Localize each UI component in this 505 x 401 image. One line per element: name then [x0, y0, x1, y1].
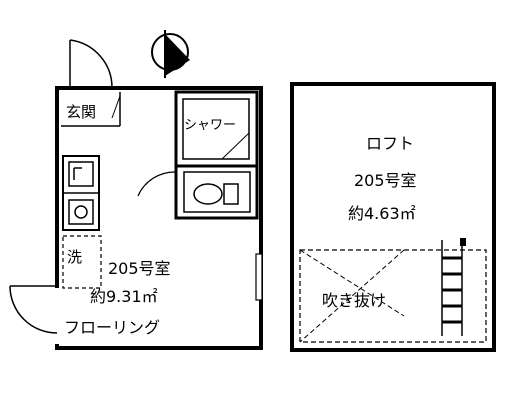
kitchen-strip	[62, 155, 100, 231]
main-room-number: 205号室	[108, 259, 171, 278]
loft-area: 約4.63㎡	[348, 204, 416, 223]
sink-icon	[68, 161, 94, 187]
entrance-label: 玄関	[66, 103, 96, 121]
loft-room-number: 205号室	[354, 171, 417, 190]
loft-void-area	[299, 249, 487, 343]
loft-walls	[290, 82, 496, 352]
main-flooring-label: フローリング	[64, 318, 160, 337]
compass-icon	[151, 30, 190, 78]
window-icon	[255, 253, 263, 301]
washer-label: 洗	[67, 248, 82, 266]
stove-icon	[68, 199, 94, 225]
ladder-icon	[441, 238, 466, 336]
loft-void-label: 吹き抜け	[322, 291, 386, 310]
shower-label: シャワー	[184, 118, 236, 133]
loft-title: ロフト	[366, 134, 414, 153]
toilet-room	[174, 164, 259, 220]
main-room-area: 約9.31㎡	[90, 287, 158, 306]
toilet-icon	[193, 183, 239, 205]
balcony-door-icon	[9, 285, 58, 334]
entrance-area	[61, 92, 121, 127]
main-unit-walls	[55, 86, 263, 350]
washer-area	[62, 235, 102, 289]
inner-door-icon	[137, 171, 177, 218]
entrance-door-icon	[69, 39, 113, 89]
